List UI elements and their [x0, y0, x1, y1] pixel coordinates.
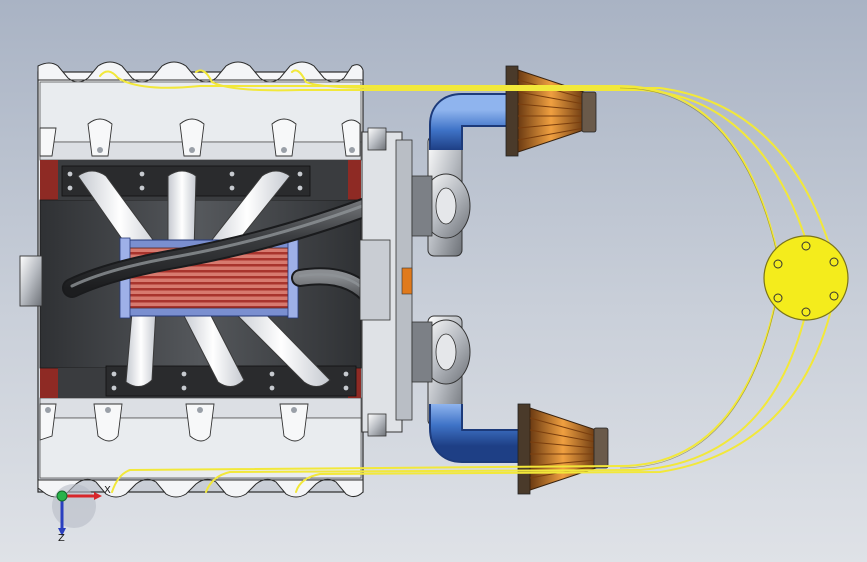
y-axis-dot [56, 490, 68, 502]
intake-pipe-top[interactable] [429, 93, 512, 150]
z-axis-label: Z [58, 533, 65, 544]
exhaust-manifold-runners[interactable] [77, 170, 331, 387]
front-cover[interactable] [359, 127, 413, 437]
ignition-wires[interactable] [99, 69, 835, 493]
turbocharger-top[interactable] [411, 135, 471, 257]
air-filter-bottom[interactable] [517, 403, 609, 495]
coordinate-triad[interactable] [56, 490, 102, 536]
triad-shadow [52, 484, 96, 528]
air-filter-top[interactable] [505, 65, 597, 157]
turbocharger-bottom[interactable] [411, 315, 471, 427]
x-axis-label: X [104, 485, 111, 496]
distributor-cap[interactable] [763, 235, 849, 321]
intake-pipe-bottom[interactable] [429, 404, 524, 463]
